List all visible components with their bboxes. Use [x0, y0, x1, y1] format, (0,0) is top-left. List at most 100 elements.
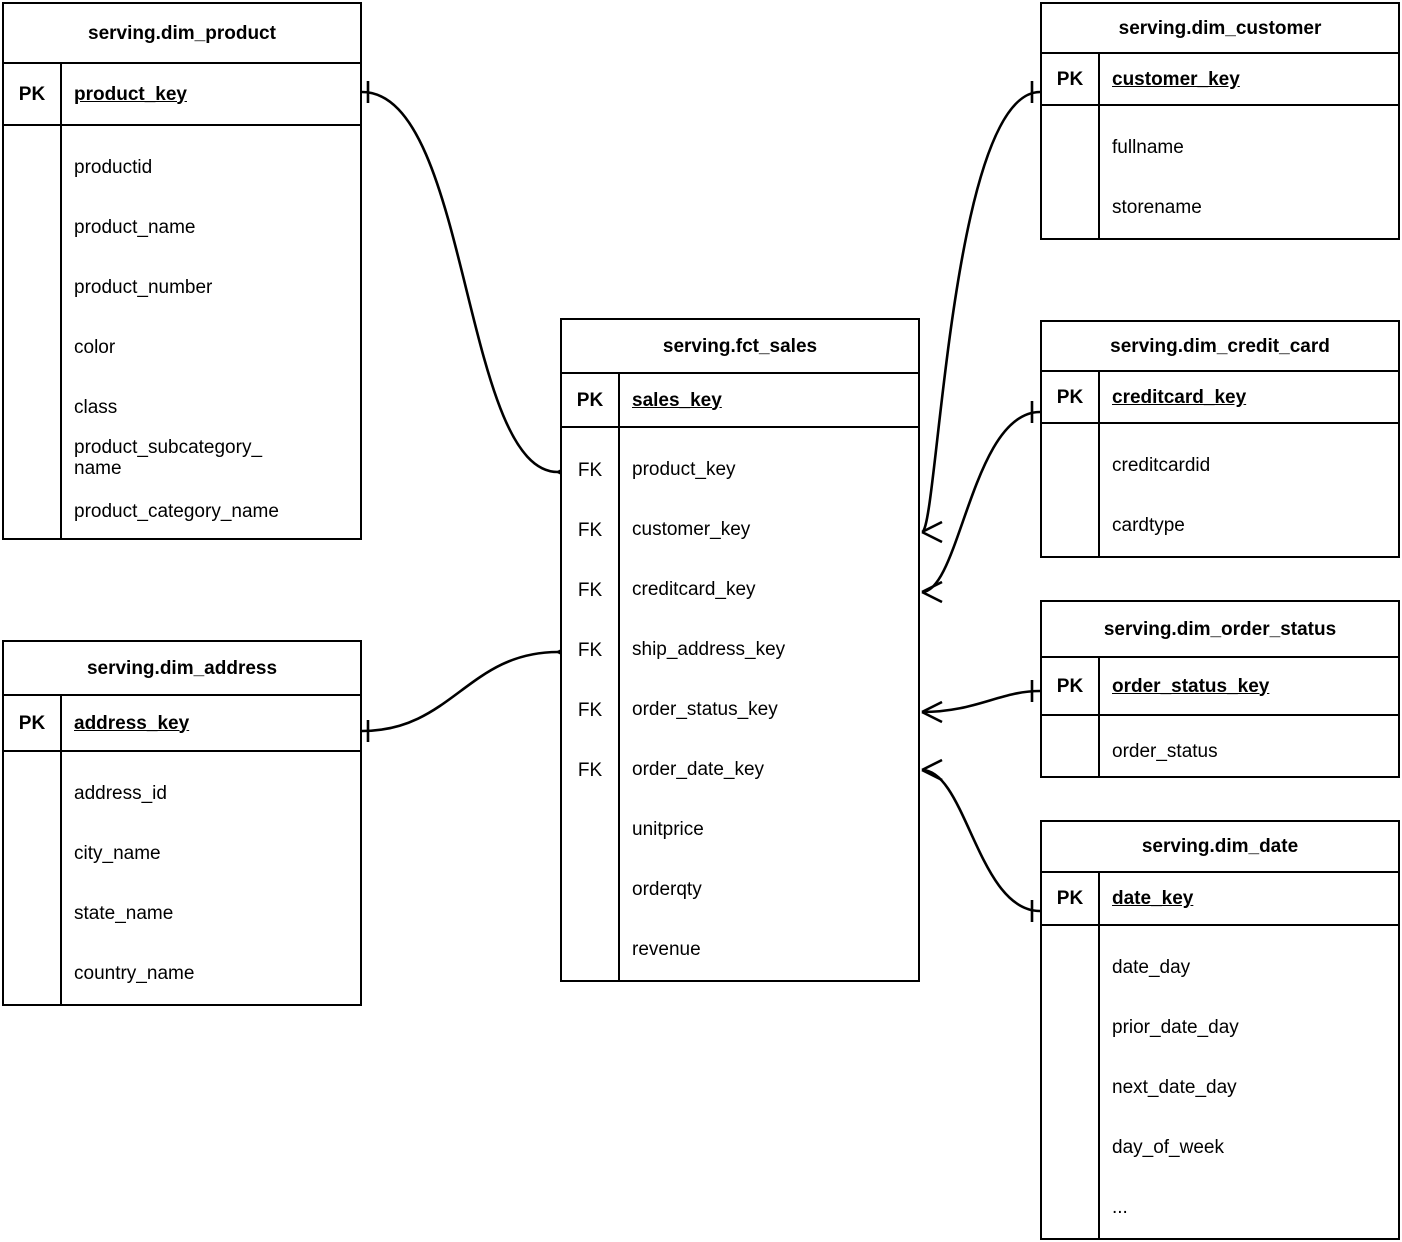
- relationship-line-orderstatus: [921, 689, 1041, 714]
- pk-tag: PK: [18, 83, 46, 105]
- entity-fct-sales[interactable]: serving.fct_sales PK sales_key FK FK FK …: [560, 318, 920, 982]
- columns-fct-sales: FK FK FK FK FK FK product_key customer_k…: [562, 428, 918, 980]
- attr-key-column: [1042, 106, 1100, 238]
- fk-tag: FK: [577, 519, 603, 541]
- pk-row-dim-product: PK product_key: [4, 64, 360, 126]
- fk-tag: FK: [577, 579, 603, 601]
- column-row: product_key: [632, 459, 736, 481]
- pk-key-column: PK: [1042, 873, 1100, 924]
- crowsfoot-creditcard: [921, 580, 943, 604]
- pk-name-column: order_status_key: [1100, 658, 1398, 714]
- attribute-row: order_status: [1112, 741, 1218, 763]
- attribute-row: address_id: [74, 783, 167, 805]
- crowsfoot-orderstatus: [921, 700, 943, 724]
- pk-key-column: PK: [1042, 54, 1100, 104]
- attribute-row: fullname: [1112, 137, 1184, 159]
- crowsfoot-orderdate: [921, 758, 943, 782]
- attribute-row: product_subcategory_ name: [74, 437, 263, 479]
- attribute-row: creditcardid: [1112, 455, 1211, 477]
- column-row: revenue: [632, 939, 701, 961]
- fk-tag: FK: [577, 699, 603, 721]
- fk-tag: FK: [577, 639, 603, 661]
- attr-name-column: productid product_name product_number co…: [62, 126, 360, 538]
- attr-name-column: fullname storename: [1100, 106, 1398, 238]
- entity-title-dim-date: serving.dim_date: [1042, 822, 1398, 874]
- column-row: customer_key: [632, 519, 751, 541]
- attributes-dim-product: productid product_name product_number co…: [4, 126, 360, 538]
- pk-field-name: order_status_key: [1112, 675, 1270, 697]
- pk-field-name: customer_key: [1112, 68, 1240, 90]
- entity-title-dim-credit-card: serving.dim_credit_card: [1042, 322, 1398, 373]
- entity-dim-order-status[interactable]: serving.dim_order_status PK order_status…: [1040, 600, 1400, 778]
- pk-tag: PK: [1056, 675, 1084, 697]
- entity-title-dim-order-status: serving.dim_order_status: [1042, 602, 1398, 659]
- attribute-row: cardtype: [1112, 515, 1185, 537]
- entity-dim-address[interactable]: serving.dim_address PK address_key addre…: [2, 640, 362, 1006]
- pk-tag: PK: [1056, 386, 1084, 408]
- attribute-row: class: [74, 397, 118, 419]
- attr-key-column: [1042, 926, 1100, 1238]
- attr-name-column: address_id city_name state_name country_…: [62, 752, 360, 1004]
- attribute-row: color: [74, 337, 116, 359]
- pk-key-column: PK: [4, 64, 62, 124]
- attribute-row: next_date_day: [1112, 1077, 1237, 1099]
- attributes-dim-date: date_day prior_date_day next_date_day da…: [1042, 926, 1398, 1238]
- pk-field-name: address_key: [74, 712, 190, 734]
- attr-key-column: [4, 752, 62, 1004]
- pk-name-column: product_key: [62, 64, 360, 124]
- attributes-dim-credit-card: creditcardid cardtype: [1042, 424, 1398, 556]
- pk-key-column: PK: [1042, 658, 1100, 714]
- attribute-row: product_category_name: [74, 501, 279, 523]
- pk-tag: PK: [18, 712, 46, 734]
- pk-row-dim-order-status: PK order_status_key: [1042, 658, 1398, 716]
- pk-tag: PK: [1056, 68, 1084, 90]
- pk-key-column: PK: [4, 696, 62, 750]
- relationship-line-address: [361, 650, 559, 733]
- attribute-row: storename: [1112, 197, 1202, 219]
- pk-key-column: PK: [562, 374, 620, 426]
- entity-dim-customer[interactable]: serving.dim_customer PK customer_key ful…: [1040, 2, 1400, 240]
- pk-row-dim-credit-card: PK creditcard_key: [1042, 372, 1398, 424]
- fk-tag: FK: [577, 459, 603, 481]
- column-row: orderqty: [632, 879, 702, 901]
- attribute-row: city_name: [74, 843, 161, 865]
- column-row: order_status_key: [632, 699, 778, 721]
- pk-row-dim-address: PK address_key: [4, 696, 360, 752]
- fk-key-column: FK FK FK FK FK FK: [562, 428, 620, 980]
- fk-tag: FK: [577, 759, 603, 781]
- attr-name-column: creditcardid cardtype: [1100, 424, 1398, 556]
- entity-dim-date[interactable]: serving.dim_date PK date_key date_day pr…: [1040, 820, 1400, 1240]
- attributes-dim-address: address_id city_name state_name country_…: [4, 752, 360, 1004]
- attr-key-column: [1042, 424, 1100, 556]
- attribute-row: country_name: [74, 963, 195, 985]
- entity-title-dim-customer: serving.dim_customer: [1042, 4, 1398, 55]
- pk-name-column: address_key: [62, 696, 360, 750]
- pk-field-name: sales_key: [632, 389, 722, 411]
- pk-tag: PK: [1056, 888, 1084, 910]
- column-row: order_date_key: [632, 759, 765, 781]
- attribute-row: state_name: [74, 903, 174, 925]
- pk-row-dim-date: PK date_key: [1042, 873, 1398, 926]
- attribute-row: date_day: [1112, 957, 1191, 979]
- pk-name-column: date_key: [1100, 873, 1398, 924]
- relationship-line-creditcard: [921, 410, 1041, 594]
- pk-row-dim-customer: PK customer_key: [1042, 54, 1398, 106]
- column-name-column: product_key customer_key creditcard_key …: [620, 428, 918, 980]
- attribute-row: product_number: [74, 277, 213, 299]
- attr-key-column: [1042, 716, 1100, 776]
- entity-title-dim-product: serving.dim_product: [4, 4, 360, 64]
- relationship-line-customer: [920, 90, 1041, 534]
- attr-name-column: order_status: [1100, 716, 1398, 776]
- attribute-row: product_name: [74, 217, 196, 239]
- entity-dim-product[interactable]: serving.dim_product PK product_key produ…: [2, 2, 362, 540]
- attr-name-column: date_day prior_date_day next_date_day da…: [1100, 926, 1398, 1238]
- column-row: creditcard_key: [632, 579, 756, 601]
- attribute-row: ...: [1112, 1197, 1128, 1219]
- relationship-line-date: [921, 768, 1041, 913]
- attr-key-column: [4, 126, 62, 538]
- attribute-row: day_of_week: [1112, 1137, 1224, 1159]
- pk-name-column: creditcard_key: [1100, 372, 1398, 422]
- pk-name-column: customer_key: [1100, 54, 1398, 104]
- entity-dim-credit-card[interactable]: serving.dim_credit_card PK creditcard_ke…: [1040, 320, 1400, 558]
